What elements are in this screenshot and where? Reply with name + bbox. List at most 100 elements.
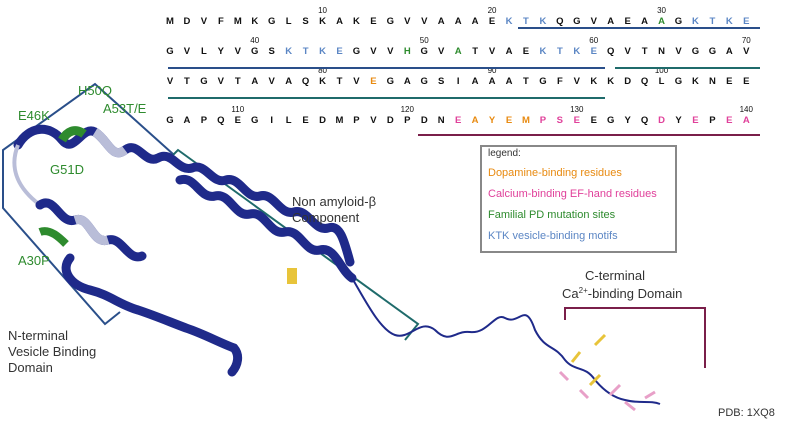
residue-letter: E [523,46,529,57]
residue-letter: E [336,46,342,57]
mutation-label-e46k: E46K [18,108,50,123]
legend-item: KTK vesicle-binding motifs [488,230,618,242]
residue-letter: E [455,115,461,126]
residue-letter: Q [641,76,648,87]
residue-letter: D [624,76,631,87]
residue-letter: E [489,16,495,27]
residue-letter: E [370,76,376,87]
residue-letter: M [336,115,344,126]
helix-middle-light [73,215,110,245]
residue-letter: Y [675,115,682,126]
residue-letter: L [286,115,292,126]
residue-letter: E [726,115,732,126]
domain-underlines [168,27,760,136]
pdb-id: PDB: 1XQ8 [718,407,775,419]
residue-letter: P [404,115,411,126]
sidechain [608,383,622,397]
cterm-label-line2: Ca2+-binding Domain [562,286,682,301]
residue-letter: K [726,16,733,27]
residue-letter: E [235,115,241,126]
cterm-coil [351,277,661,405]
residue-letter: K [607,76,614,87]
residue-letter: E [591,115,597,126]
sidechain [644,390,656,400]
residue-letter: G [421,46,428,57]
residue-letter: M [522,115,530,126]
residue-letter: T [557,46,563,57]
protein-structure [12,124,661,412]
residue-letter: F [218,16,224,27]
residue-letter: E [743,76,749,87]
residue-letter: E [692,115,698,126]
residue-letter: G [607,115,614,126]
residue-letter: K [539,46,546,57]
residue-number: 90 [488,66,497,75]
residue-letter: A [607,16,614,27]
residue-letter: A [472,76,479,87]
residue-letter: V [269,76,276,87]
mutation-label-g51d: G51D [50,162,84,177]
sidechain [570,351,582,363]
residue-letter: G [675,76,682,87]
residue-letter: A [438,16,445,27]
residue-letter: L [286,16,292,27]
residue-letter: A [658,16,665,27]
cterm-ca: Ca [562,286,579,301]
mutation-label-a53te: A53T/E [103,101,147,116]
residue-number: 60 [589,36,598,45]
residue-letter: Y [489,115,496,126]
residue-letter: K [319,76,326,87]
residue-number: 110 [231,105,244,114]
residue-letter: V [235,46,242,57]
cterm-rest: -binding Domain [588,286,683,301]
cterm-bracket [564,307,706,368]
residue-letter: K [319,16,326,27]
residue-letter: G [709,46,716,57]
residue-letter: V [489,46,496,57]
sidechain [593,333,607,347]
residue-number: 120 [401,105,415,114]
residue-letter: V [574,76,581,87]
residue-letter: Q [607,46,614,57]
residue-letter: S [269,46,275,57]
residue-letter: K [692,16,699,27]
residue-number: 50 [420,36,429,45]
residue-letter: K [692,76,699,87]
residue-letter: G [353,46,360,57]
residue-letter: T [709,16,715,27]
residue-letter: A [251,76,258,87]
residue-letter: A [404,76,411,87]
residue-number: 70 [742,36,751,45]
residue-letter: K [251,16,258,27]
nac-label-line1: Non amyloid-β [292,194,376,209]
helix-lower [61,253,243,377]
helix-upper-highlight [92,128,128,158]
residue-letter: G [387,16,394,27]
residue-letter: Q [217,115,224,126]
residue-letter: E [743,16,749,27]
residue-letter: K [353,16,360,27]
legend-item: Calcium-binding EF-hand residues [488,188,657,200]
residue-letter: V [370,46,377,57]
residue-number: 10 [318,6,327,15]
residue-letter: V [743,46,750,57]
residue-letter: A [472,16,479,27]
residue-letter: G [268,16,275,27]
residue-letter: M [166,16,174,27]
residue-letter: D [387,115,394,126]
nterm-label-line3: Domain [8,360,53,375]
residue-letter: L [659,76,665,87]
residue-letter: S [438,76,444,87]
residue-letter: K [590,76,597,87]
mutation-label-a30p: A30P [18,253,50,268]
residue-letter: G [573,16,580,27]
residue-letter: A [455,16,462,27]
residue-letter: K [506,16,513,27]
residue-number: 140 [740,105,754,114]
residue-letter: V [370,115,377,126]
residue-letter: T [523,76,529,87]
residue-letter: D [421,115,428,126]
residue-letter: G [200,76,207,87]
residue-letter: A [336,16,343,27]
